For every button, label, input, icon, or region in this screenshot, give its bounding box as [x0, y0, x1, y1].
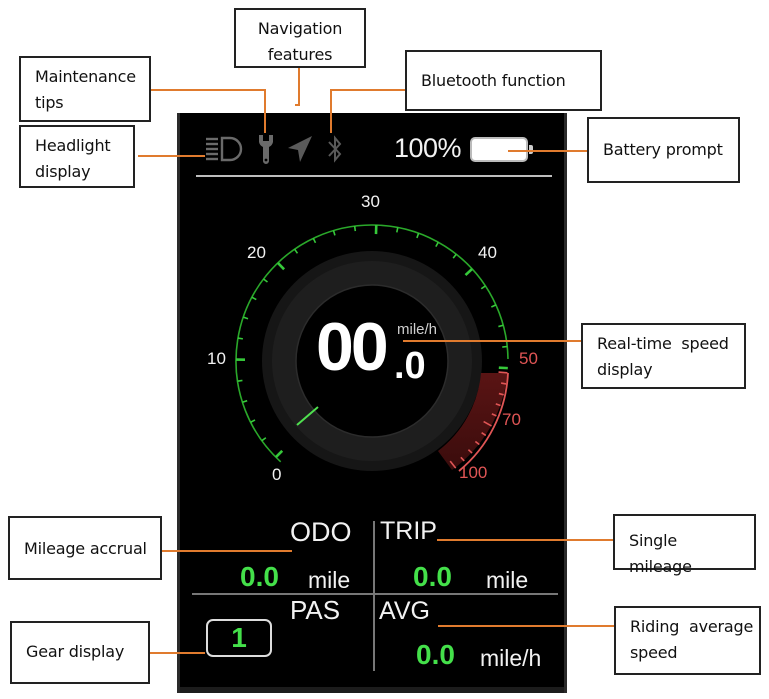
speedometer-gauge	[235, 224, 509, 472]
annotation-riding-average: Riding average speed	[614, 606, 761, 675]
avg-unit: mile/h	[480, 645, 542, 671]
annotation-gear: Gear display	[10, 621, 150, 684]
avg-label: AVG	[379, 597, 430, 625]
leader-avg	[438, 625, 616, 627]
trip-unit: mile	[486, 567, 529, 593]
annotation-navigation-line2: features	[267, 45, 333, 64]
annotation-speed-line2: display	[597, 360, 653, 379]
speed-decimal: .0	[394, 345, 426, 387]
annotation-headlight: Headlight display	[19, 125, 135, 188]
leader-bluetooth-h	[330, 89, 406, 91]
leader-maintenance-v	[264, 89, 266, 133]
status-divider	[196, 175, 552, 177]
annotation-mileage-accrual-text: Mileage accrual	[24, 539, 147, 558]
annotation-headlight-line2: display	[35, 162, 91, 181]
annotation-speed: Real-time speed display	[581, 323, 746, 389]
stats-horizontal-divider	[192, 593, 558, 595]
speed-integer: 00	[316, 309, 389, 385]
gauge-label-100: 100	[459, 463, 488, 482]
annotation-speed-line1: Real-time speed	[597, 334, 729, 353]
trip-value: 0.0	[413, 561, 452, 592]
avg-value: 0.0	[416, 639, 455, 670]
battery-terminal	[529, 145, 533, 154]
leader-bluetooth-v	[330, 89, 332, 133]
odo-label: ODO	[290, 517, 352, 547]
leader-gear	[150, 652, 205, 654]
leader-speed	[403, 340, 583, 342]
leader-headlight	[138, 155, 205, 157]
annotation-mileage-accrual: Mileage accrual	[8, 516, 162, 580]
gauge-label-20: 20	[247, 243, 266, 262]
navigation-arrow-icon	[288, 136, 312, 162]
battery-icon	[470, 137, 528, 162]
ebike-display: 100% 0 10 20 30 40 50 70 100 00 .0 mi	[177, 113, 567, 693]
leader-navigation-tip	[295, 104, 300, 106]
gauge-label-10: 10	[207, 349, 226, 368]
annotation-maintenance-line2: tips	[35, 93, 64, 112]
leader-battery	[508, 150, 588, 152]
leader-trip	[437, 539, 613, 541]
wrench-icon	[259, 135, 273, 164]
annotation-battery-text: Battery prompt	[603, 140, 723, 159]
gauge-label-30: 30	[361, 192, 380, 211]
annotation-gear-text: Gear display	[26, 642, 125, 661]
annotation-headlight-line1: Headlight	[35, 136, 111, 155]
leader-maintenance-h	[150, 89, 264, 91]
annotation-single-mileage-text: Single mileage	[629, 531, 692, 576]
gauge-label-0: 0	[272, 465, 282, 484]
trip-label: TRIP	[380, 517, 437, 545]
annotation-navigation: Navigation features	[234, 8, 366, 68]
odo-unit: mile	[308, 567, 351, 593]
annotation-riding-average-line2: speed	[630, 643, 678, 662]
gear-indicator: 1	[206, 619, 272, 657]
odo-value: 0.0	[240, 561, 279, 592]
gauge-label-70: 70	[502, 410, 521, 429]
display-bottom-bezel	[180, 687, 564, 693]
annotation-battery: Battery prompt	[587, 117, 740, 183]
gear-value: 1	[231, 622, 247, 653]
speed-unit: mile/h	[397, 321, 438, 338]
annotation-maintenance: Maintenance tips	[19, 56, 151, 122]
annotation-riding-average-line1: Riding average	[630, 617, 754, 636]
pas-label: PAS	[290, 595, 341, 625]
gauge-label-50: 50	[519, 349, 538, 368]
annotation-single-mileage: Single mileage	[613, 514, 756, 576]
bluetooth-icon	[328, 135, 342, 163]
leader-navigation-v	[298, 68, 300, 106]
stats-vertical-divider	[373, 521, 375, 671]
annotation-maintenance-line1: Maintenance	[35, 67, 136, 86]
annotation-bluetooth-text: Bluetooth function	[421, 71, 566, 90]
battery-percent: 100%	[394, 133, 462, 163]
annotation-bluetooth: Bluetooth function	[405, 50, 602, 111]
annotation-navigation-line1: Navigation	[257, 19, 343, 38]
leader-odo	[160, 550, 292, 552]
gauge-label-40: 40	[478, 243, 497, 262]
headlight-icon	[206, 136, 243, 162]
